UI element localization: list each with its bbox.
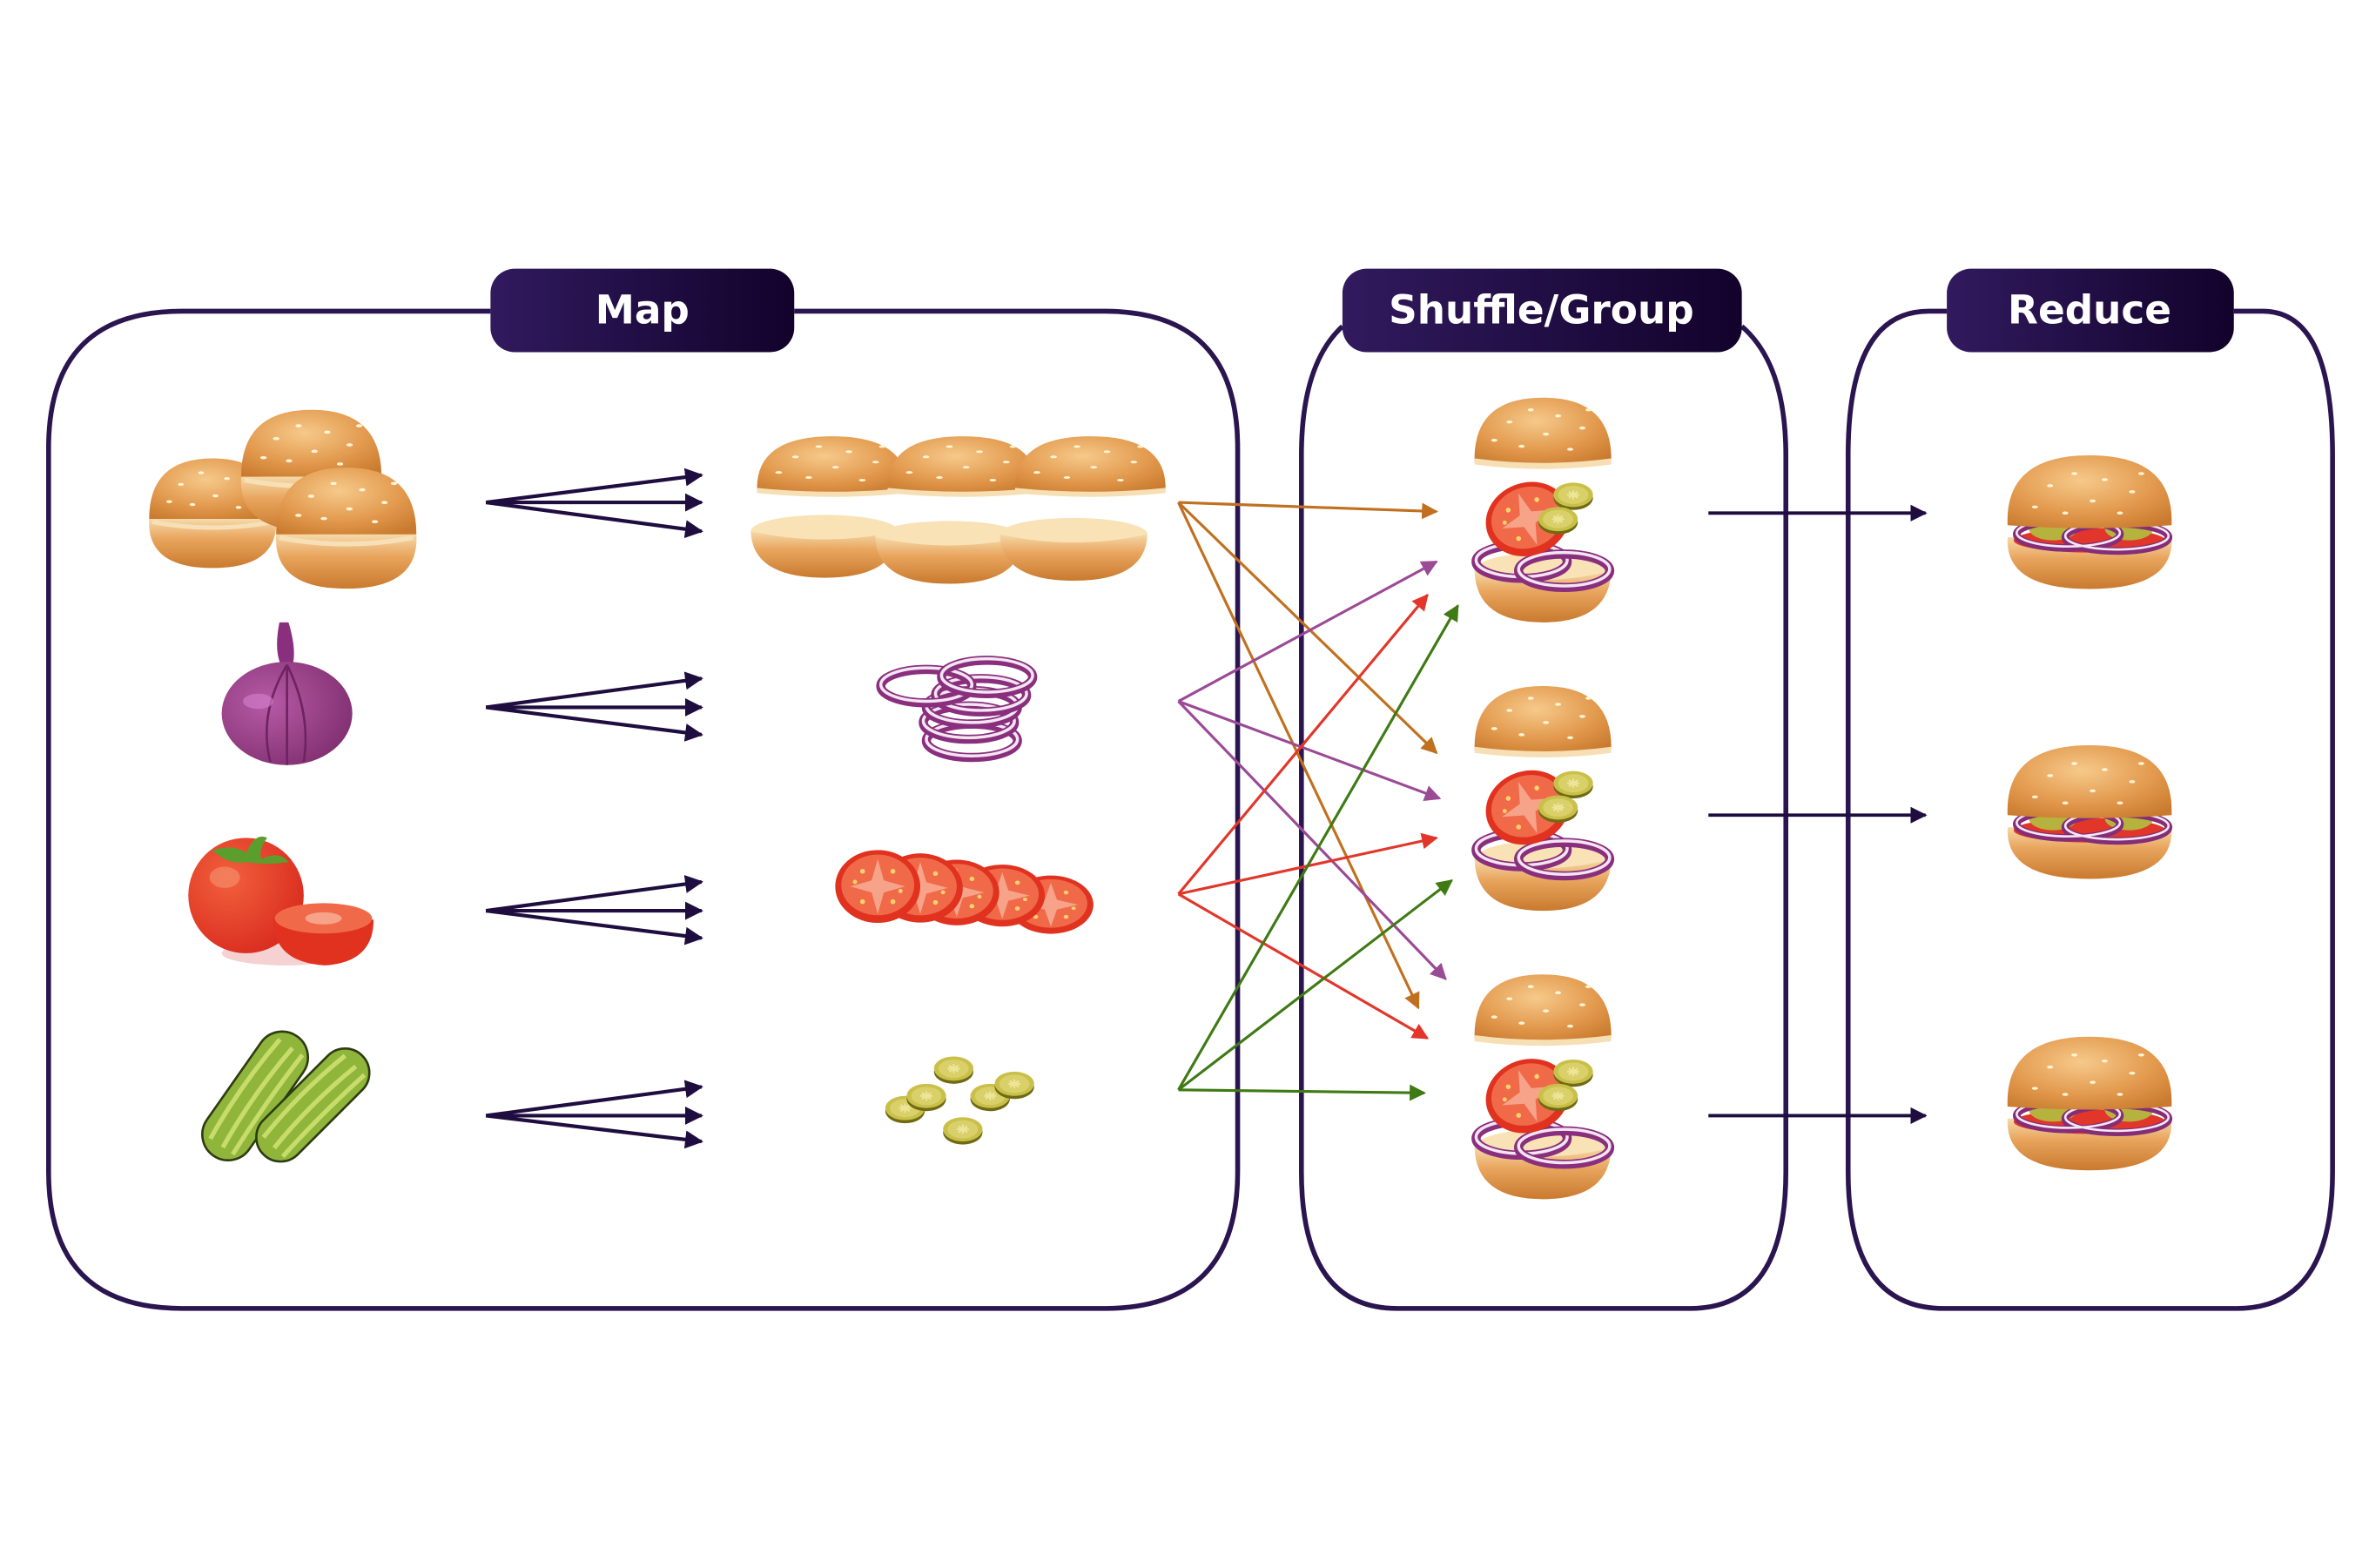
- shuffle-arrows-pickle: [1177, 604, 1459, 1101]
- bun-stack-icon: [149, 410, 416, 589]
- reduce-stage: Reduce: [1845, 268, 2335, 1311]
- pickle-slices-icon: [884, 1055, 1035, 1146]
- reduce-label-pill: Reduce: [1947, 268, 2234, 353]
- shuffle-arrows-onion: [1177, 560, 1447, 980]
- cucumber-icon: [201, 1030, 371, 1163]
- burger-1-icon: [2008, 455, 2172, 589]
- shuffle-label: Shuffle/Group: [1389, 286, 1694, 333]
- shuffle-arrows-tomato: [1177, 593, 1438, 1040]
- reduce-label: Reduce: [2008, 286, 2171, 333]
- onion-rings-icon: [881, 659, 1033, 757]
- shuffle-stage: Shuffle/Group: [1299, 268, 1789, 1311]
- fan-arrows-cucumber: [485, 1080, 703, 1149]
- fan-arrows-tomato: [485, 875, 703, 946]
- group-1-open-burger-icon: [1475, 398, 1612, 622]
- map-frame: [46, 308, 1241, 1311]
- fan-arrows-onion: [485, 671, 703, 742]
- group-3-open-burger-icon: [1475, 974, 1612, 1199]
- shuffle-label-pill: Shuffle/Group: [1342, 268, 1742, 353]
- map-label-pill: Map: [490, 268, 795, 353]
- tomato-icon: [188, 836, 374, 966]
- sliced-buns-icon: [750, 436, 1166, 584]
- tomato-slices-icon: [835, 850, 1094, 934]
- reduce-frame: [1845, 308, 2335, 1311]
- burger-2-icon: [2008, 745, 2172, 878]
- fan-arrows-buns: [485, 468, 703, 539]
- map-label: Map: [596, 286, 690, 333]
- reduce-arrows: [1708, 504, 1928, 1125]
- group-2-open-burger-icon: [1475, 686, 1612, 911]
- shuffle-arrows-buns: [1177, 501, 1438, 1010]
- map-stage: Map: [46, 268, 1241, 1311]
- burger-3-icon: [2008, 1037, 2172, 1170]
- onion-icon: [221, 622, 353, 765]
- shuffle-frame: [1299, 324, 1789, 1311]
